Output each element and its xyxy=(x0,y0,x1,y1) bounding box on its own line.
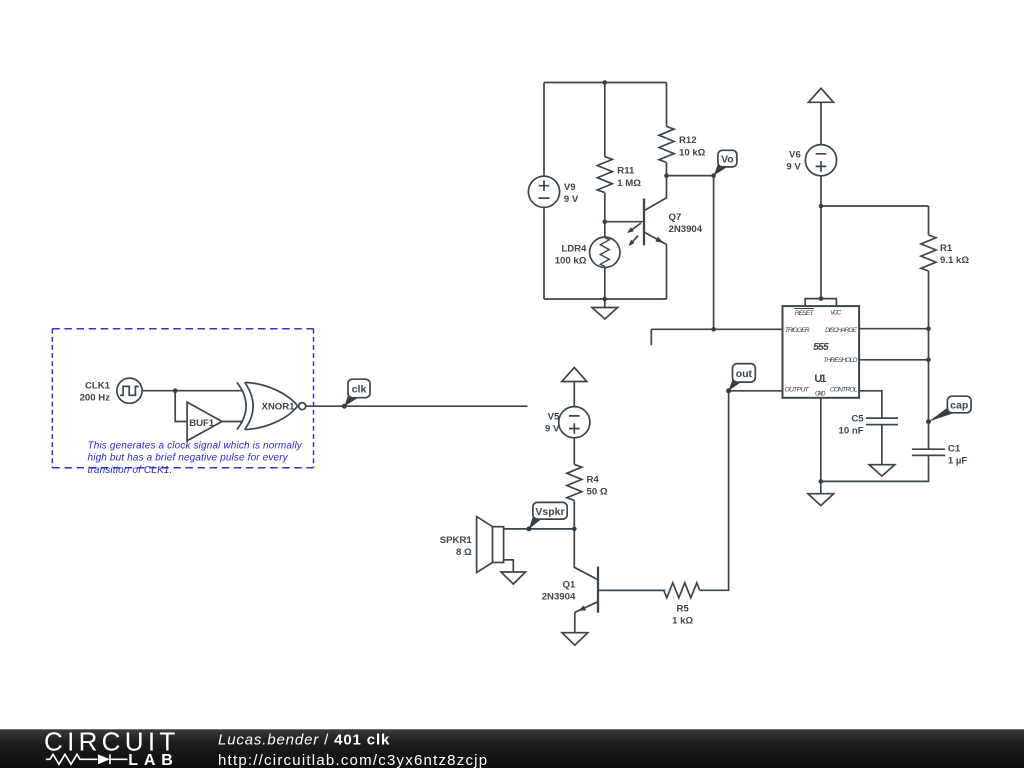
svg-text:U1: U1 xyxy=(814,373,826,385)
svg-text:10 kΩ: 10 kΩ xyxy=(679,147,706,158)
svg-text:THRESHOLD: THRESHOLD xyxy=(823,357,857,364)
svg-text:XNOR1: XNOR1 xyxy=(261,402,295,413)
svg-text:out: out xyxy=(736,368,753,380)
svg-text:Lucas.bender / 401 clk: Lucas.bender / 401 clk xyxy=(218,732,390,749)
svg-text:50 Ω: 50 Ω xyxy=(587,487,608,498)
svg-text:VCC: VCC xyxy=(830,310,841,317)
svg-text:high but has a brief negative: high but has a brief negative pulse for … xyxy=(88,453,289,464)
svg-text:CLK1: CLK1 xyxy=(85,381,111,392)
svg-text:LDR4: LDR4 xyxy=(561,243,587,254)
svg-text:TRIGGER: TRIGGER xyxy=(785,327,810,334)
svg-text:R11: R11 xyxy=(617,166,635,177)
svg-text:8 Ω: 8 Ω xyxy=(456,547,472,558)
svg-text:1 µF: 1 µF xyxy=(948,456,968,467)
svg-text:R5: R5 xyxy=(676,604,689,615)
svg-text:2N3904: 2N3904 xyxy=(669,224,703,235)
svg-text:100 kΩ: 100 kΩ xyxy=(555,256,587,267)
svg-text:2N3904: 2N3904 xyxy=(542,592,576,603)
svg-text:Q1: Q1 xyxy=(562,580,575,591)
svg-text:Vspkr: Vspkr xyxy=(535,506,564,518)
svg-text:http://circuitlab.com/c3yx6ntz: http://circuitlab.com/c3yx6ntz8zcjp xyxy=(218,752,488,768)
svg-text:clk: clk xyxy=(352,384,367,396)
svg-text:GND: GND xyxy=(815,390,826,397)
svg-text:C5: C5 xyxy=(851,414,864,425)
svg-text:cap: cap xyxy=(950,400,968,412)
svg-text:R12: R12 xyxy=(679,135,697,146)
svg-text:10 nF: 10 nF xyxy=(839,426,864,437)
svg-text:LAB: LAB xyxy=(128,752,178,768)
svg-text:1 MΩ: 1 MΩ xyxy=(617,178,641,189)
svg-text:1 kΩ: 1 kΩ xyxy=(672,616,693,627)
svg-text:200 Hz: 200 Hz xyxy=(80,393,111,404)
svg-text:V6: V6 xyxy=(789,150,801,161)
svg-text:R4: R4 xyxy=(587,475,600,486)
svg-text:transition of CLK1.: transition of CLK1. xyxy=(88,465,173,476)
svg-text:V9: V9 xyxy=(564,182,576,193)
svg-text:Vo: Vo xyxy=(721,154,734,166)
svg-text:SPKR1: SPKR1 xyxy=(440,535,473,546)
svg-text:555: 555 xyxy=(813,342,829,353)
svg-text:BUF1: BUF1 xyxy=(189,418,215,429)
svg-text:DISCHARGE: DISCHARGE xyxy=(825,327,858,334)
svg-text:9 V: 9 V xyxy=(564,194,579,205)
svg-text:9 V: 9 V xyxy=(786,162,801,173)
svg-text:CIRCUIT: CIRCUIT xyxy=(44,727,180,757)
svg-text:V5: V5 xyxy=(548,412,560,423)
svg-text:RESET: RESET xyxy=(795,310,815,317)
svg-text:R1: R1 xyxy=(940,243,953,254)
svg-text:C1: C1 xyxy=(948,444,961,455)
svg-text:9.1 kΩ: 9.1 kΩ xyxy=(940,255,969,266)
svg-text:CONTROL: CONTROL xyxy=(830,386,858,393)
svg-text:This generates a clock signal: This generates a clock signal which is n… xyxy=(88,440,303,451)
svg-text:9 V: 9 V xyxy=(545,424,560,435)
svg-text:Q7: Q7 xyxy=(669,212,682,223)
svg-text:OUTPUT: OUTPUT xyxy=(784,387,809,394)
